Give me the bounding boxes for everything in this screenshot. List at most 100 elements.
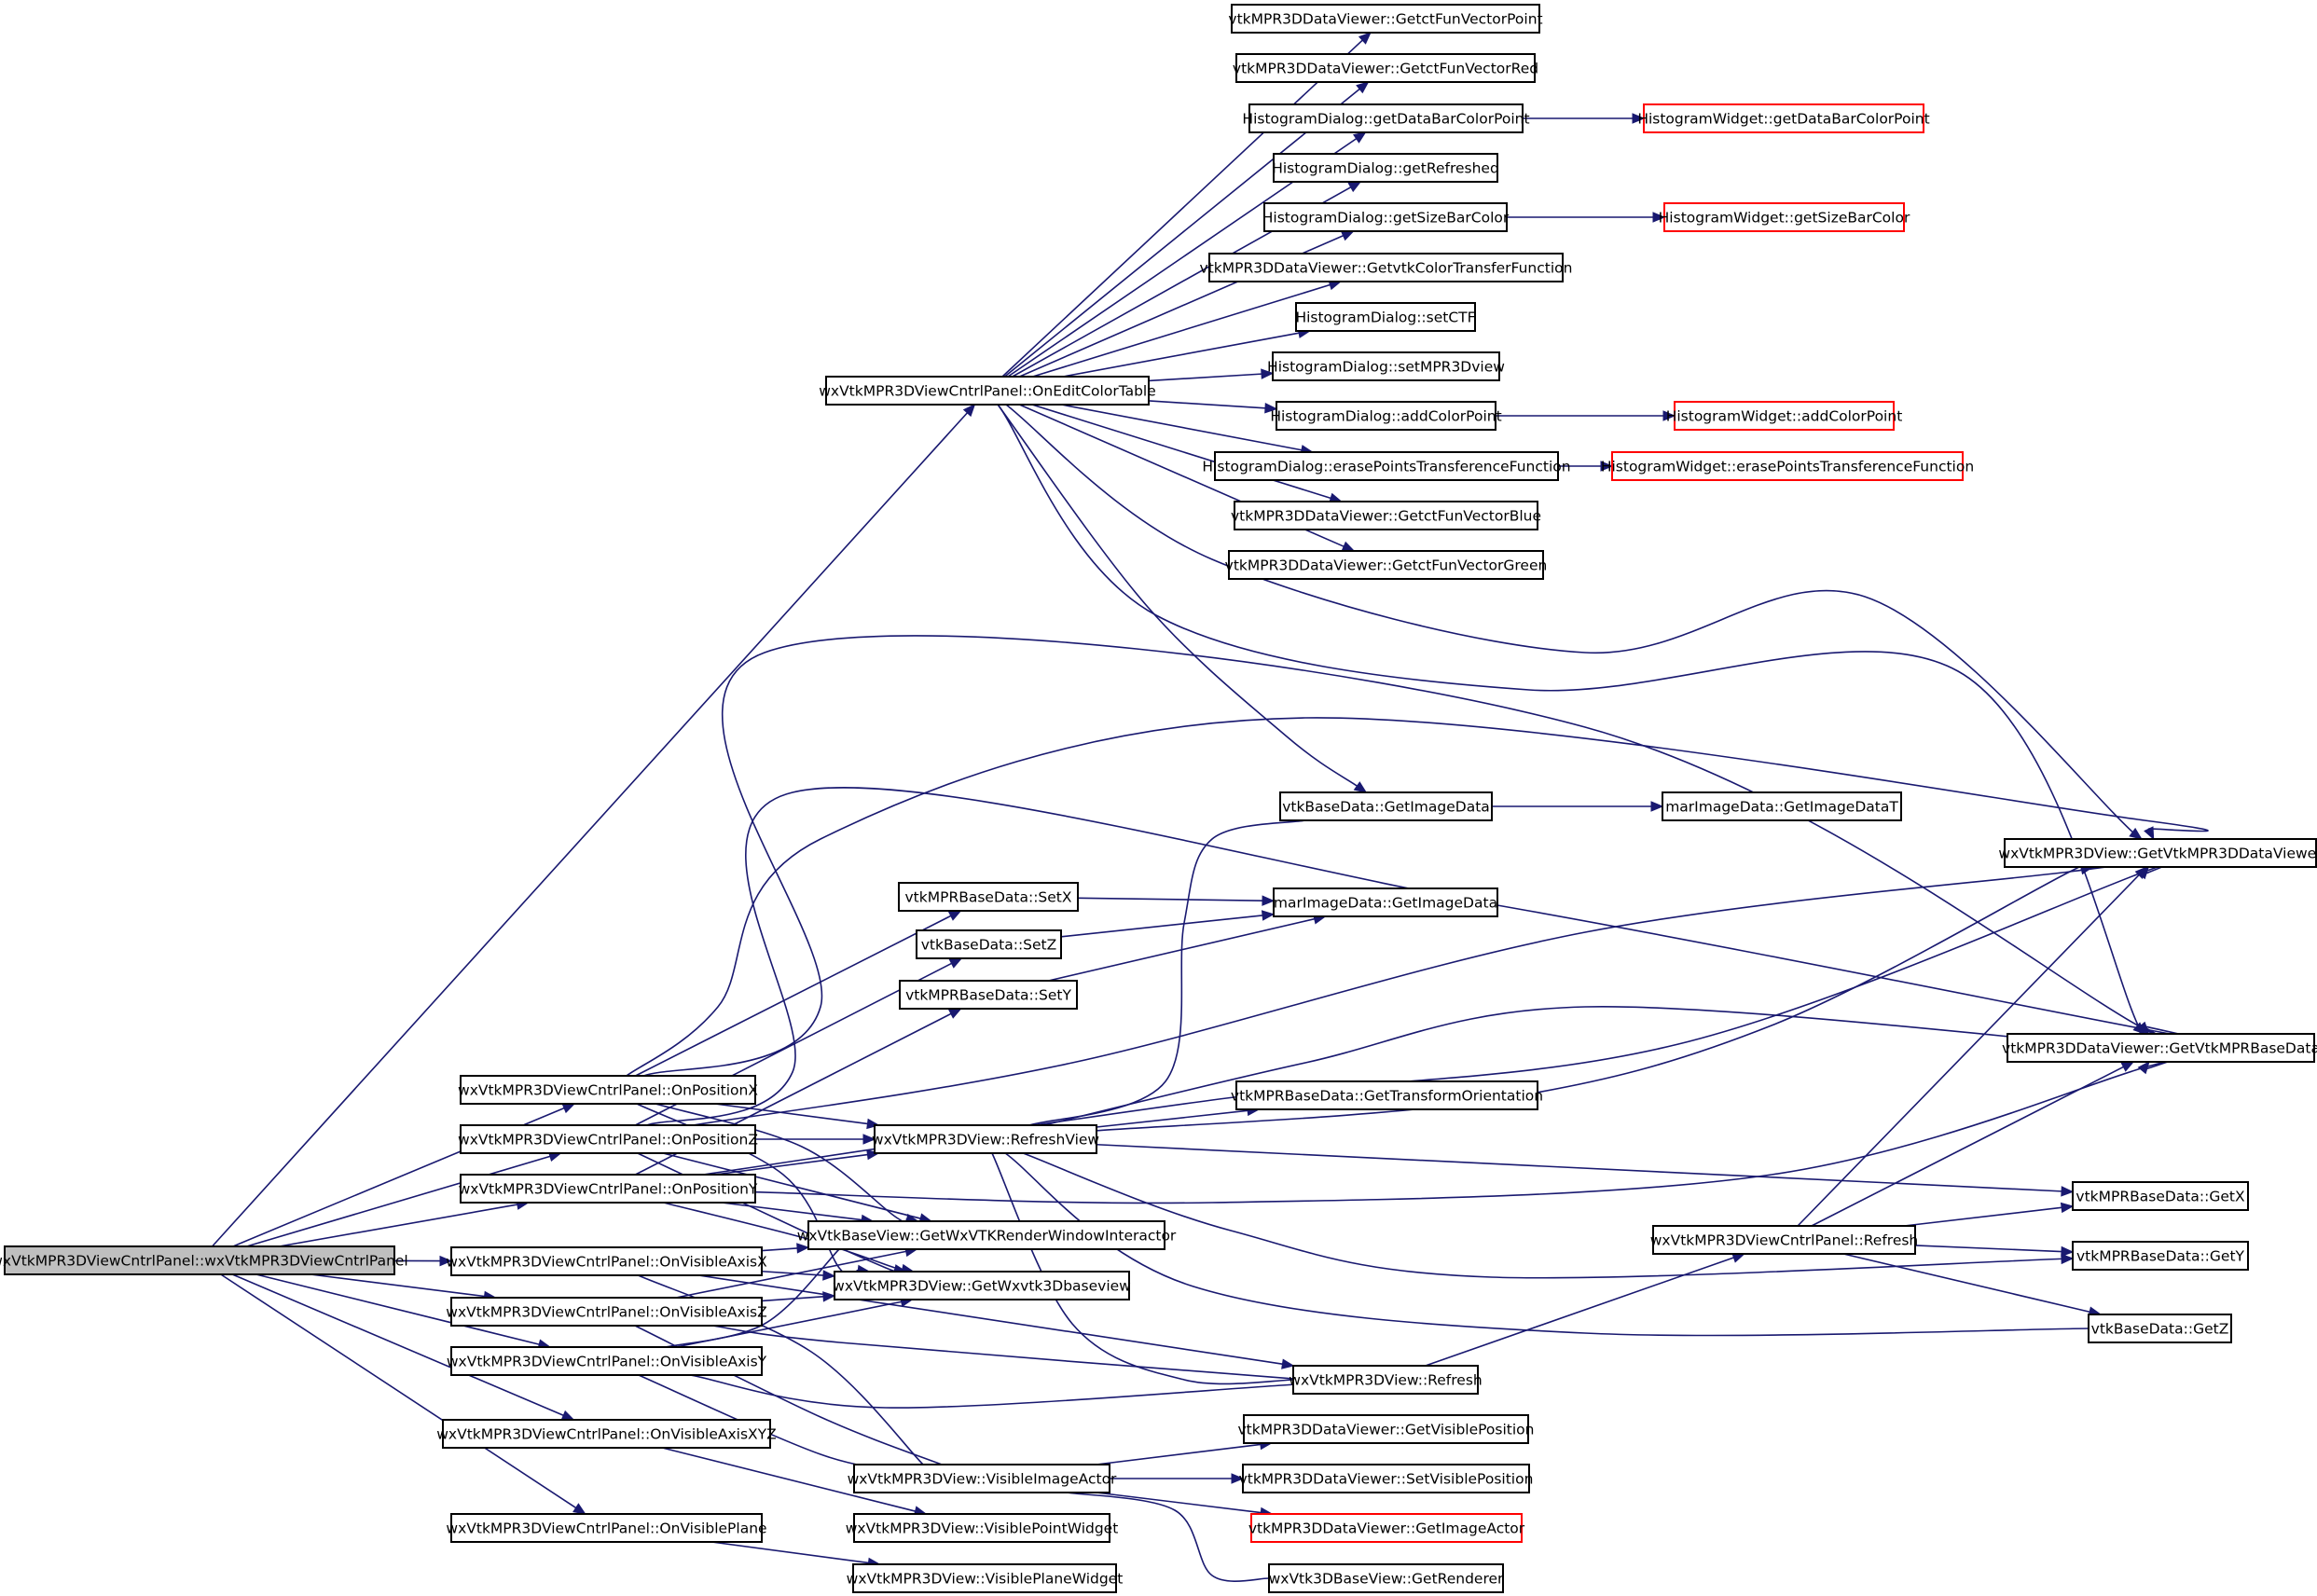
node-label: HistogramDialog::addColorPoint [1270,408,1501,425]
node-box [1611,451,1964,481]
edge-OnVisibleAxisY-to-View_Refresh [690,1374,1331,1409]
node-OnPositionX[interactable]: wxVtkMPR3DViewCntrlPanel::OnPositionX [458,1075,758,1105]
node-box [1235,1080,1538,1110]
arrowhead-OnEditColorTable-to-HD_getSizeBarColor [1340,230,1355,241]
edge-OnPositionX-to-RefreshView [714,1103,868,1125]
node-GetImageActor[interactable]: vtkMPR3DDataViewer::GetImageActor [1248,1513,1525,1543]
node-GetctFunVectorRed[interactable]: vtkMPR3DDataViewer::GetctFunVectorRed [1233,53,1538,83]
node-VisibleImageActor[interactable]: wxVtkMPR3DView::VisibleImageActor [848,1464,1117,1493]
node-label: vtkMPR3DDataViewer::GetImageActor [1248,1520,1525,1537]
arrowhead-OnVisibleAxisX-to-GetWxVTKRenderWindowInteractor [796,1243,810,1254]
node-label: wxVtkMPR3DViewCntrlPanel::OnVisiblePlane [446,1520,766,1537]
node-HD_getSizeBarColor[interactable]: HistogramDialog::getSizeBarColor [1262,202,1510,232]
node-GetVisiblePosition[interactable]: vtkMPR3DDataViewer::GetVisiblePosition [1238,1414,1535,1444]
node-GetWxvtk3Dbaseview[interactable]: wxVtkMPR3DView::GetWxvtk3Dbaseview [833,1271,1131,1300]
node-root[interactable]: wxVtkMPR3DViewCntrlPanel::wxVtkMPR3DView… [0,1245,408,1275]
node-OnVisibleAxisY[interactable]: wxVtkMPR3DViewCntrlPanel::OnVisibleAxisY [447,1346,767,1376]
node-box [2072,1181,2249,1211]
node-SetVisiblePosition[interactable]: vtkMPR3DDataViewer::SetVisiblePosition [1239,1464,1534,1493]
edge-OnVisibleAxisXYZ-to-VisiblePointWidget [662,1447,916,1512]
arrowhead-OnPositionZ-to-RefreshView [862,1134,876,1145]
node-GetTransformOrientation[interactable]: vtkMPRBaseData::GetTransformOrientation [1231,1080,1543,1110]
node-box [460,1174,756,1204]
node-label: vtkMPR3DDataViewer::GetVisiblePosition [1238,1422,1535,1438]
edge-RefreshView-to-GetTransformOrientation [1096,1109,1248,1128]
node-marImageData_GetImageData[interactable]: marImageData::GetImageData [1273,887,1498,917]
arrowhead-OnPositionZ-to-SetZ [948,957,963,969]
arrowhead-OnEditColorTable-to-GetctFunVectorRed [1356,81,1370,94]
node-RefreshView[interactable]: wxVtkMPR3DView::RefreshView [872,1124,1100,1154]
node-GetX[interactable]: vtkMPRBaseData::GetX [2072,1181,2249,1211]
node-GetVtkMPR3DDataViewer[interactable]: wxVtkMPR3DView::GetVtkMPR3DDataViewer [1998,838,2317,868]
node-GetRenderer[interactable]: wxVtk3DBaseView::GetRenderer [1268,1563,1504,1593]
node-vtkBD_GetImageData[interactable]: vtkBaseData::GetImageData [1279,791,1493,821]
node-OnVisibleAxisX[interactable]: wxVtkMPR3DViewCntrlPanel::OnVisibleAxisX [446,1246,767,1276]
node-GetY[interactable]: vtkMPRBaseData::GetY [2072,1241,2249,1271]
node-label: HistogramDialog::getSizeBarColor [1262,210,1510,227]
node-VisiblePointWidget[interactable]: wxVtkMPR3DView::VisiblePointWidget [846,1513,1119,1543]
node-label: vtkMPRBaseData::SetY [905,987,1071,1004]
node-SetX[interactable]: vtkMPRBaseData::SetX [898,882,1079,912]
edge-OnEditColorTable-to-GetctFunVectorPoint [1001,39,1363,378]
node-HD_getDataBarColorPoint[interactable]: HistogramDialog::getDataBarColorPoint [1242,103,1530,133]
node-label: wxVtkMPR3DView::VisiblePointWidget [846,1520,1119,1537]
node-GetZ[interactable]: vtkBaseData::GetZ [2088,1314,2232,1343]
node-HD_setCTF[interactable]: HistogramDialog::setCTF [1295,302,1476,332]
arrowhead-SetZ-to-marImageData_GetImageData [1261,910,1276,921]
node-box [834,1271,1130,1300]
node-box [1276,401,1496,431]
node-box [4,1245,395,1275]
node-label: wxVtkMPR3DViewCntrlPanel::OnVisibleAxisZ [446,1304,766,1321]
node-HD_setMPR3Dview[interactable]: HistogramDialog::setMPR3Dview [1267,351,1505,381]
node-SetZ[interactable]: vtkBaseData::SetZ [916,929,1062,959]
node-HD_erasePoints[interactable]: HistogramDialog::erasePointsTransference… [1202,451,1571,481]
arrowhead-OnEditColorTable-to-HD_addColorPoint [1264,403,1278,414]
node-box [2004,838,2317,868]
arrowhead-SetX-to-marImageData_GetImageData [1262,895,1276,906]
edge-OnEditColorTable-to-HD_addColorPoint [1148,400,1266,409]
node-box [1231,4,1540,34]
node-OnEditColorTable[interactable]: wxVtkMPR3DViewCntrlPanel::OnEditColorTab… [819,376,1156,406]
node-marImageData_GetImageDataT[interactable]: marImageData::GetImageDataT [1662,791,1902,821]
node-HD_getRefreshed[interactable]: HistogramDialog::getRefreshed [1272,153,1499,183]
node-GetctFunVectorGreen[interactable]: vtkMPR3DDataViewer::GetctFunVectorGreen [1225,550,1548,580]
node-label: wxVtkMPR3DViewCntrlPanel::Refresh [1650,1232,1919,1249]
node-label: wxVtkMPR3DView::RefreshView [872,1132,1100,1149]
node-GetvtkColorTransferFunction[interactable]: vtkMPR3DDataViewer::GetvtkColorTransferF… [1200,253,1573,282]
node-HW_getSizeBarColor[interactable]: HistogramWidget::getSizeBarColor [1659,202,1910,232]
node-OnVisibleAxisXYZ[interactable]: wxVtkMPR3DViewCntrlPanel::OnVisibleAxisX… [436,1419,777,1449]
node-box [1662,791,1902,821]
node-GetWxVTKRenderWindowInteractor[interactable]: wxVtkBaseView::GetWxVTKRenderWindowInter… [797,1220,1177,1250]
node-label: wxVtkMPR3DView::Refresh [1289,1372,1482,1389]
node-GetctFunVectorBlue[interactable]: vtkMPR3DDataViewer::GetctFunVectorBlue [1231,501,1541,530]
node-label: vtkMPR3DDataViewer::GetvtkColorTransferF… [1200,260,1573,277]
node-HW_erasePoints[interactable]: HistogramWidget::erasePointsTransference… [1601,451,1974,481]
node-GetctFunVectorPoint[interactable]: vtkMPR3DDataViewer::GetctFunVectorPoint [1228,4,1543,34]
node-View_Refresh[interactable]: wxVtkMPR3DView::Refresh [1289,1365,1483,1395]
edge-OnPositionX-to-SetX [635,915,952,1077]
node-GetVtkMPRBaseData[interactable]: vtkMPR3DDataViewer::GetVtkMPRBaseData [2002,1033,2317,1063]
node-CP_Refresh[interactable]: wxVtkMPR3DViewCntrlPanel::Refresh [1650,1225,1919,1255]
node-HW_getDataBarColorPoint[interactable]: HistogramWidget::getDataBarColorPoint [1637,103,1930,133]
node-HW_addColorPoint[interactable]: HistogramWidget::addColorPoint [1666,401,1903,431]
node-OnPositionZ[interactable]: wxVtkMPR3DViewCntrlPanel::OnPositionZ [458,1124,758,1154]
node-OnVisibleAxisZ[interactable]: wxVtkMPR3DViewCntrlPanel::OnVisibleAxisZ [446,1297,767,1327]
node-SetY[interactable]: vtkMPRBaseData::SetY [899,980,1078,1010]
node-box [1234,501,1538,530]
node-OnPositionY[interactable]: wxVtkMPR3DViewCntrlPanel::OnPositionY [459,1174,758,1204]
node-box [899,980,1078,1010]
edge-VisibleImageActor-to-GetImageActor [1096,1492,1262,1514]
arrowhead-OnPositionX-to-GetVtkMPR3DDataViewer [2144,826,2155,841]
node-label: HistogramWidget::addColorPoint [1666,408,1903,425]
node-VisiblePlaneWidget[interactable]: wxVtkMPR3DView::VisiblePlaneWidget [847,1563,1124,1593]
arrowhead-OnEditColorTable-to-HD_getDataBarColorPoint [1352,131,1367,144]
node-label: wxVtkMPR3DView::GetVtkMPR3DDataViewer [1998,846,2317,862]
edge-RefreshView-to-vtkBD_GetImageData [1028,818,1314,1126]
arrowhead-HD_getDataBarColorPoint-to-HW_getDataBarColorPoint [1632,113,1646,124]
arrowhead-OnPositionX-to-RefreshView [866,1118,880,1130]
arrowhead-root-to-OnVisibleAxisXYZ [560,1410,575,1421]
arrowhead-CP_Refresh-to-GetX [2060,1202,2075,1214]
node-HD_addColorPoint[interactable]: HistogramDialog::addColorPoint [1270,401,1502,431]
node-OnVisiblePlane[interactable]: wxVtkMPR3DViewCntrlPanel::OnVisiblePlane [446,1513,767,1543]
node-box [1228,550,1544,580]
